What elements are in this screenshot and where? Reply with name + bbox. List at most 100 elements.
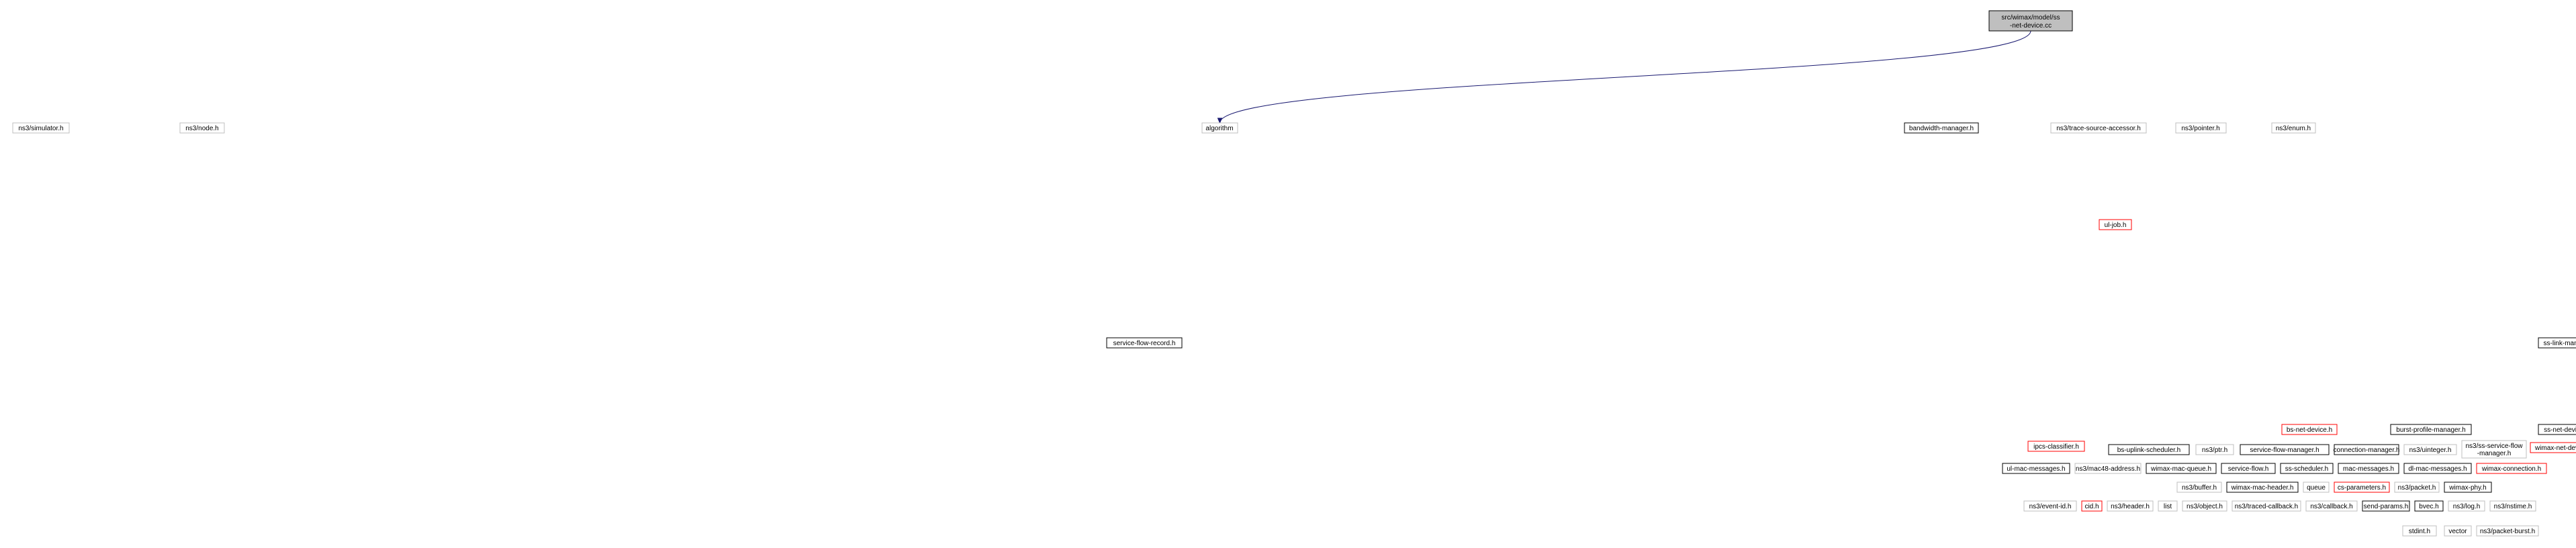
svg-text:bs-uplink-scheduler.h: bs-uplink-scheduler.h [2117,447,2181,454]
node-queue[interactable]: queue [2303,482,2330,493]
node-bs-net-device-h[interactable]: bs-net-device.h [2281,424,2338,435]
node-node-h[interactable]: ns3/node.h [179,122,225,134]
svg-text:send-params.h: send-params.h [2364,503,2409,510]
node-wimax-connection-h[interactable]: wimax-connection.h [2476,463,2547,474]
node-send-params-h[interactable]: send-params.h [2362,500,2410,512]
edge-root-to-algorithm [1220,30,2031,124]
node-object-h[interactable]: ns3/object.h [2182,500,2227,512]
node-header-h[interactable]: ns3/header.h [2107,500,2154,512]
svg-text:ns3/buffer.h: ns3/buffer.h [2182,484,2217,492]
svg-text:ns3/packet-burst.h: ns3/packet-burst.h [2480,528,2535,535]
node-mac-messages-h[interactable]: mac-messages.h [2338,463,2399,474]
svg-text:ss-scheduler.h: ss-scheduler.h [2285,465,2328,473]
svg-text:ns3/object.h: ns3/object.h [2187,503,2223,510]
svg-text:wimax-connection.h: wimax-connection.h [2481,465,2541,473]
svg-text:service-flow-manager.h: service-flow-manager.h [2250,447,2319,454]
svg-text:list: list [2164,503,2172,510]
svg-text:ns3/pointer.h: ns3/pointer.h [2181,125,2219,132]
node-pointer-h[interactable]: ns3/pointer.h [2175,122,2227,134]
svg-text:ns3/header.h: ns3/header.h [2111,503,2150,510]
node-stdint-h[interactable]: stdint.h [2402,525,2437,537]
svg-text:ns3/callback.h: ns3/callback.h [2310,503,2352,510]
node-enum-h[interactable]: ns3/enum.h [2271,122,2316,134]
svg-text:ns3/event-id.h: ns3/event-id.h [2029,503,2072,510]
node-connection-manager-h[interactable]: connection-manager.h [2334,444,2400,455]
svg-text:stdint.h: stdint.h [2409,528,2430,535]
node-service-flow-record-h[interactable]: service-flow-record.h [1106,337,1183,349]
node-packet-h[interactable]: ns3/packet.h [2394,482,2440,493]
node-ul-job-h[interactable]: ul-job.h [2099,219,2132,230]
edge-arrowhead-root-to-algorithm [1217,118,1223,124]
svg-text:ns3/traced-callback.h: ns3/traced-callback.h [2235,503,2299,510]
svg-text:cid.h: cid.h [2084,503,2099,510]
svg-text:cs-parameters.h: cs-parameters.h [2338,484,2386,492]
node-service-flow-h[interactable]: service-flow.h [2221,463,2276,474]
node-bandwidth-manager-h[interactable]: bandwidth-manager.h [1904,122,1979,134]
svg-text:queue: queue [2307,484,2326,492]
svg-text:service-flow-record.h: service-flow-record.h [1113,340,1176,347]
svg-text:ns3/uinteger.h: ns3/uinteger.h [2409,447,2452,454]
svg-text:-manager.h: -manager.h [2477,450,2512,457]
svg-text:wimax-phy.h: wimax-phy.h [2448,484,2486,492]
svg-text:ns3/ptr.h: ns3/ptr.h [2202,447,2227,454]
svg-text:vector: vector [2448,528,2467,535]
node-log-h[interactable]: ns3/log.h [2448,500,2485,512]
node-algorithm[interactable]: algorithm [1201,122,1238,134]
node-callback-h[interactable]: ns3/callback.h [2305,500,2358,512]
svg-text:ns3/enum.h: ns3/enum.h [2276,125,2311,132]
node-wimax-mac-header-h[interactable]: wimax-mac-header.h [2226,482,2299,493]
svg-text:src/wimax/model/ss: src/wimax/model/ss [2001,14,2060,21]
svg-text:wimax-mac-header.h: wimax-mac-header.h [2231,484,2294,492]
svg-text:ns3/ss-service-flow: ns3/ss-service-flow [2465,443,2523,450]
node-cs-parameters-h[interactable]: cs-parameters.h [2334,482,2390,493]
node-uinteger-h[interactable]: ns3/uinteger.h [2403,444,2457,455]
svg-text:-net-device.cc: -net-device.cc [2010,22,2052,30]
node-mac48-address-h[interactable]: ns3/mac48-address.h [2074,463,2142,474]
node-trace-source-accessor-h[interactable]: ns3/trace-source-accessor.h [2050,122,2147,134]
node-simulator-h[interactable]: ns3/simulator.h [12,122,70,134]
node-ul-mac-messages-h[interactable]: ul-mac-messages.h [2002,463,2070,474]
node-list[interactable]: list [2158,500,2178,512]
node-root[interactable]: src/wimax/model/ss -net-device.cc [1988,10,2073,32]
node-cid-h[interactable]: cid.h [2081,500,2103,512]
node-ss-net-device-h[interactable]: ss-net-device.h [2538,424,2576,435]
node-bvec-h[interactable]: bvec.h [2414,500,2444,512]
node-burst-profile-manager-h[interactable]: burst-profile-manager.h [2390,424,2472,435]
svg-text:ss-link-manager.h: ss-link-manager.h [2544,340,2576,347]
node-bs-uplink-scheduler-h[interactable]: bs-uplink-scheduler.h [2108,444,2190,455]
node-traced-callback-h[interactable]: ns3/traced-callback.h [2232,500,2301,512]
svg-text:ss-net-device.h: ss-net-device.h [2544,426,2576,434]
svg-text:ns3/mac48-address.h: ns3/mac48-address.h [2076,465,2140,473]
svg-text:service-flow.h: service-flow.h [2228,465,2269,473]
svg-text:ns3/node.h: ns3/node.h [185,125,219,132]
svg-text:wimax-mac-queue.h: wimax-mac-queue.h [2150,465,2211,473]
svg-text:ul-job.h: ul-job.h [2105,222,2127,229]
svg-text:algorithm: algorithm [1205,125,1233,132]
node-wimax-net-device-h[interactable]: wimax-net-device.h [2530,442,2576,453]
svg-text:wimax-net-device.h: wimax-net-device.h [2534,445,2576,452]
node-buffer-h[interactable]: ns3/buffer.h [2176,482,2222,493]
node-event-id-h[interactable]: ns3/event-id.h [2023,500,2077,512]
svg-text:ul-mac-messages.h: ul-mac-messages.h [2007,465,2065,473]
node-ss-scheduler-h[interactable]: ss-scheduler.h [2280,463,2334,474]
node-ipcs-classifier-h[interactable]: ipcs-classifier.h [2027,441,2085,452]
svg-text:ns3/packet.h: ns3/packet.h [2398,484,2436,492]
node-ptr-h[interactable]: ns3/ptr.h [2195,444,2234,455]
node-ss-link-manager-h[interactable]: ss-link-manager.h [2538,337,2576,349]
node-ss-service-flow-manager-h[interactable]: ns3/ss-service-flow -manager.h [2461,440,2527,459]
svg-text:dl-mac-messages.h: dl-mac-messages.h [2408,465,2467,473]
node-packet-burst-h[interactable]: ns3/packet-burst.h [2476,525,2539,537]
node-wimax-mac-queue-h[interactable]: wimax-mac-queue.h [2146,463,2217,474]
node-vector[interactable]: vector [2444,525,2472,537]
svg-text:ns3/simulator.h: ns3/simulator.h [18,125,63,132]
node-dl-mac-messages-h[interactable]: dl-mac-messages.h [2403,463,2472,474]
svg-text:ns3/trace-source-accessor.h: ns3/trace-source-accessor.h [2056,125,2141,132]
svg-text:bandwidth-manager.h: bandwidth-manager.h [1909,125,1974,132]
svg-text:ipcs-classifier.h: ipcs-classifier.h [2033,443,2079,451]
dependency-edges [1217,30,2031,124]
node-nstime-h[interactable]: ns3/nstime.h [2489,500,2536,512]
node-service-flow-manager-h[interactable]: service-flow-manager.h [2240,444,2330,455]
svg-text:bs-net-device.h: bs-net-device.h [2287,426,2332,434]
node-wimax-phy-h[interactable]: wimax-phy.h [2444,482,2492,493]
